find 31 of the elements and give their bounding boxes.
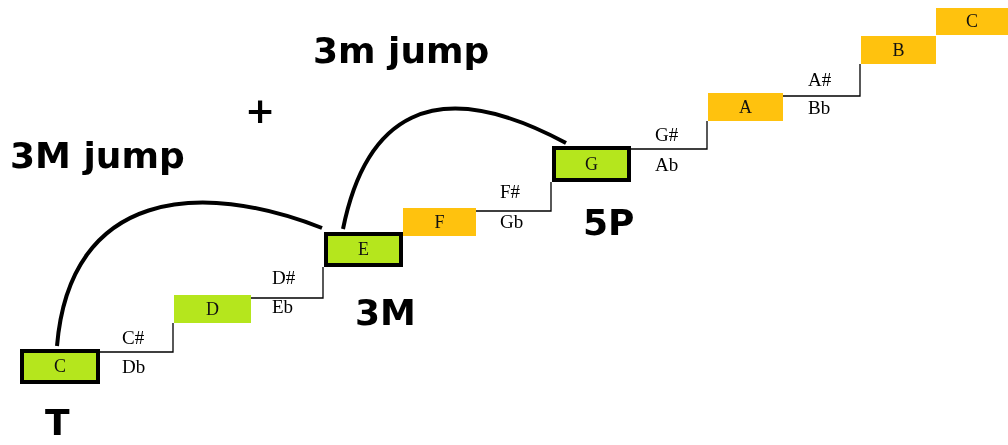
step-line [782, 63, 861, 97]
note-step: C [20, 349, 100, 384]
note-step: G [552, 146, 631, 182]
note-step: F [403, 208, 476, 236]
plus-sign: + [245, 93, 276, 129]
accidental-label: F# [500, 182, 521, 201]
step-line [630, 120, 708, 150]
note-step: B [861, 36, 936, 64]
note-step: A [708, 93, 783, 121]
step-line [99, 322, 174, 353]
accidental-label: Db [122, 357, 146, 376]
step-line [475, 181, 552, 212]
note-step: E [324, 232, 403, 267]
accidental-label: Eb [272, 297, 294, 316]
jump-arc [55, 200, 323, 347]
note-step: C [936, 8, 1008, 35]
accidental-label: Bb [808, 98, 831, 117]
jump-caption: 3M jump [10, 138, 185, 174]
accidental-label: A# [808, 70, 832, 89]
accidental-label: Gb [500, 212, 524, 231]
step-line [250, 266, 324, 299]
jump-caption: 3m jump [313, 33, 490, 69]
accidental-label: Ab [655, 155, 679, 174]
accidental-label: G# [655, 125, 679, 144]
interval-label: T [45, 405, 70, 441]
jump-arc [341, 106, 567, 230]
accidental-label: D# [272, 268, 296, 287]
interval-label: 3M [355, 295, 416, 331]
interval-label: 5P [583, 205, 635, 241]
note-step: D [174, 295, 251, 323]
accidental-label: C# [122, 328, 145, 347]
